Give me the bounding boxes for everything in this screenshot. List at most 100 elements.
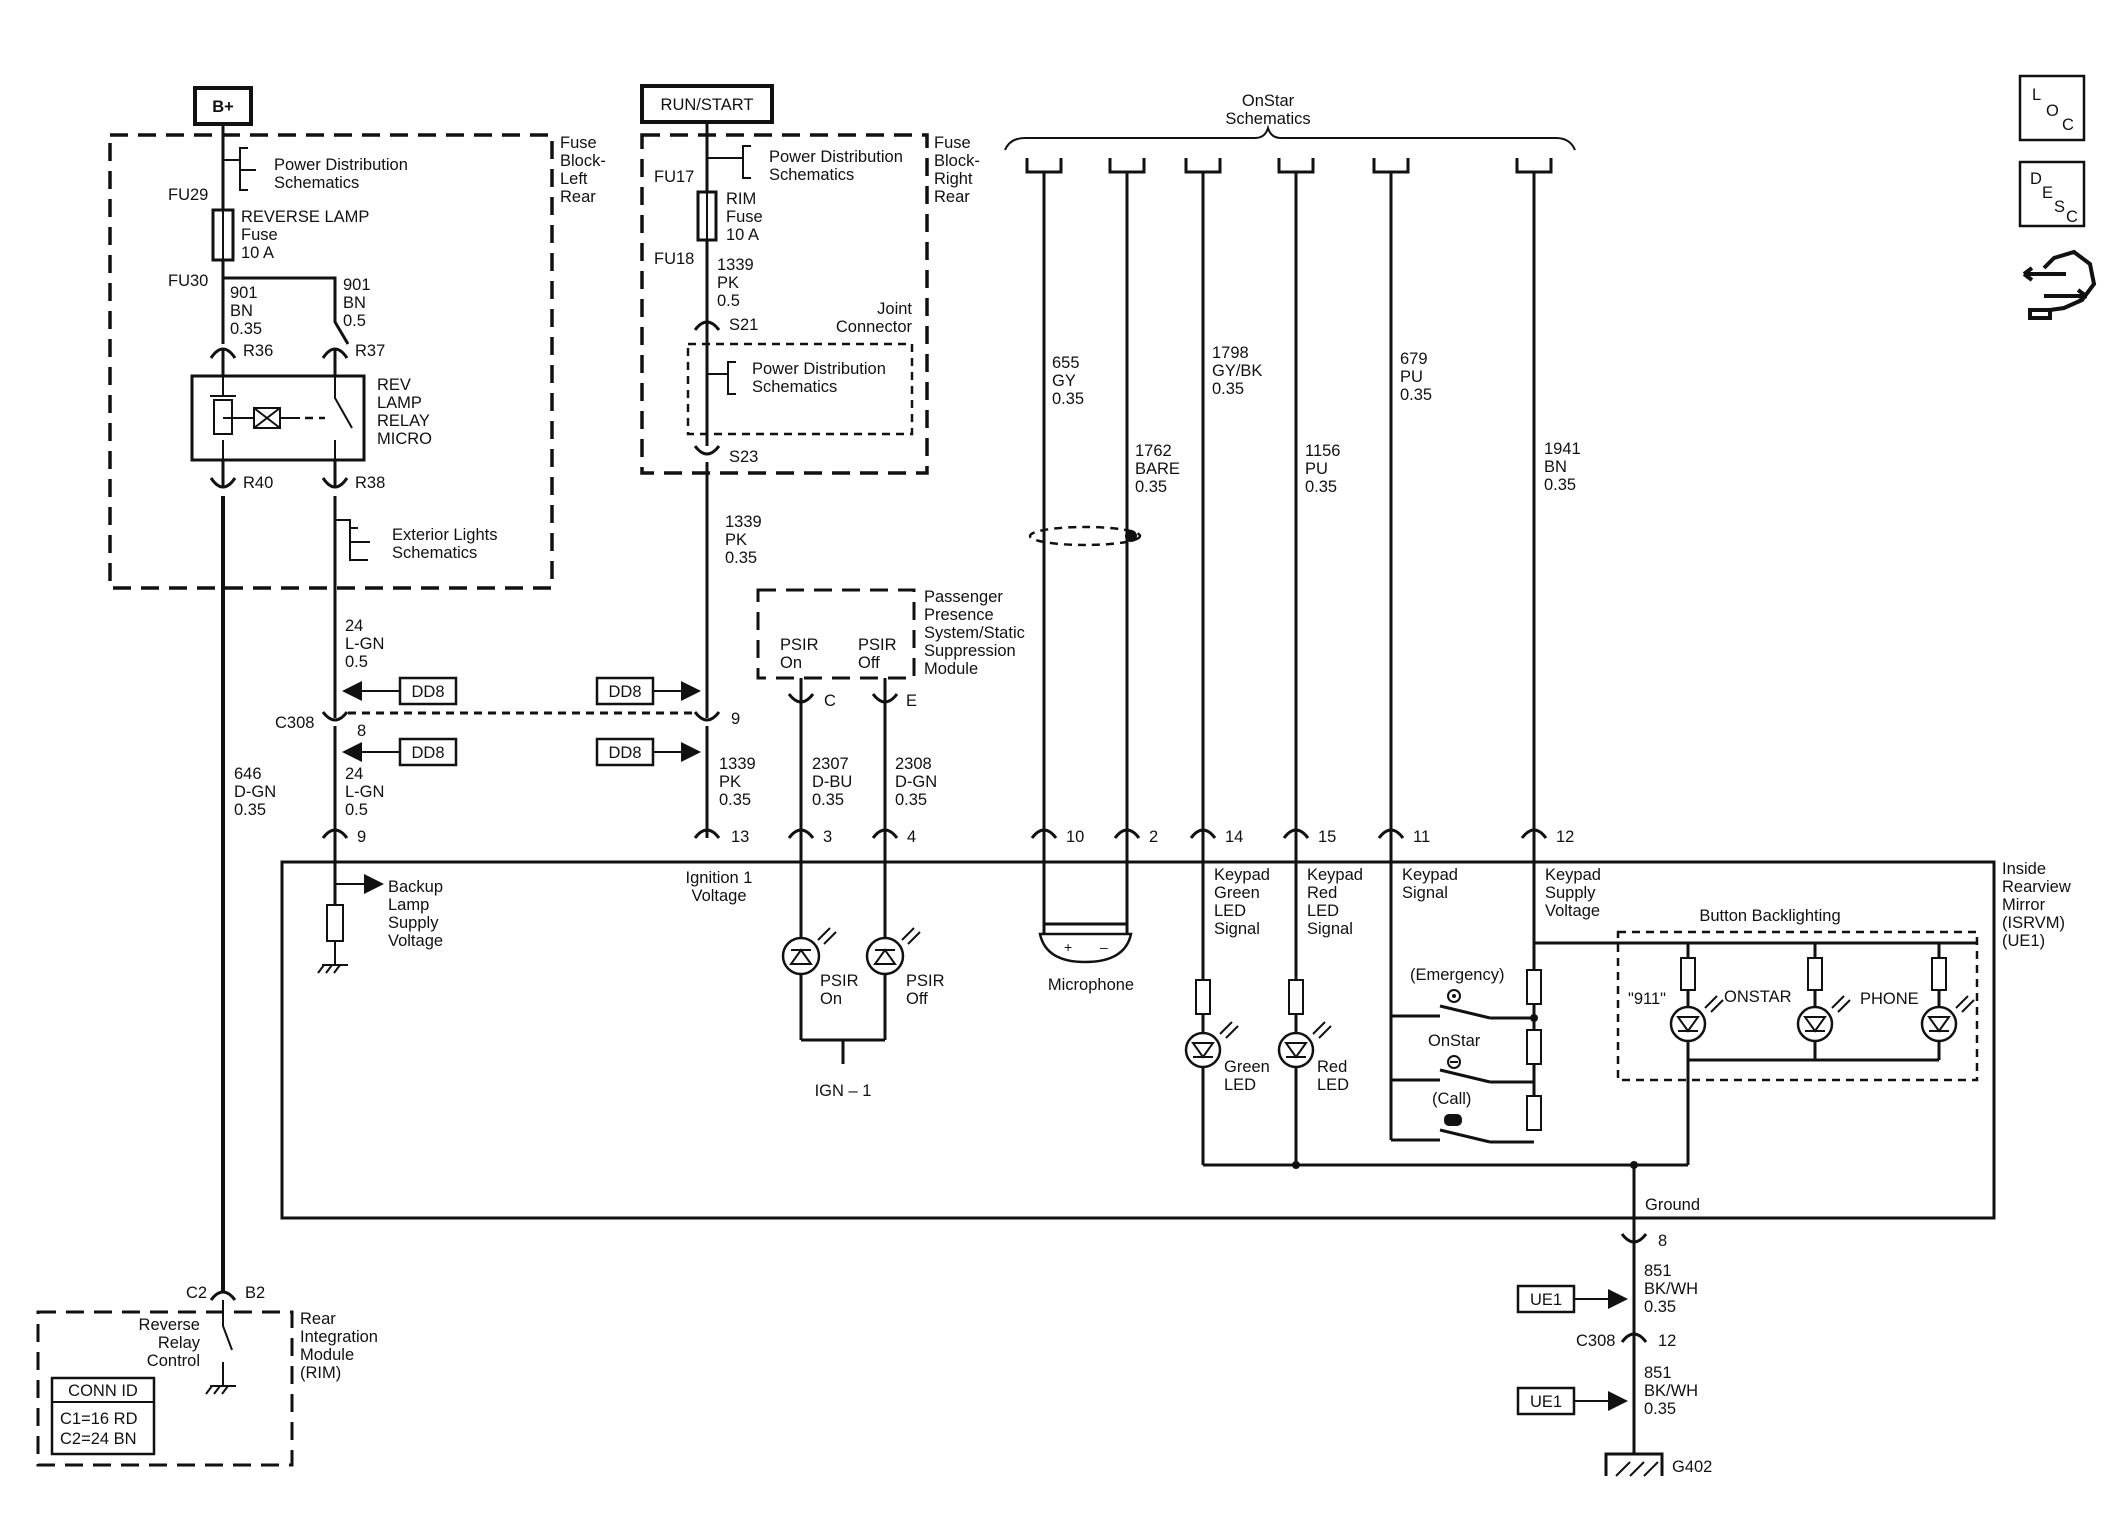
svg-text:0.35: 0.35 — [230, 320, 262, 338]
svg-text:12: 12 — [1556, 828, 1574, 846]
svg-text:Signal: Signal — [1214, 920, 1260, 938]
svg-text:DD8: DD8 — [411, 744, 444, 762]
svg-text:RUN/START: RUN/START — [661, 96, 754, 114]
svg-text:0.35: 0.35 — [1400, 386, 1432, 404]
desc-icon[interactable]: D E S C — [2018, 160, 2086, 228]
svg-text:DD8: DD8 — [608, 744, 641, 762]
fuse-block-left: Fuse Block- Left Rear Power Distribution… — [108, 133, 610, 590]
inside-rearview-mirror: Inside Rearview Mirror (ISRVM) (UE1) Bac… — [280, 838, 2071, 1234]
svg-text:C1=16 RD: C1=16 RD — [60, 1410, 138, 1428]
svg-text:IGN – 1: IGN – 1 — [815, 1082, 872, 1100]
svg-text:ONSTAR: ONSTAR — [1724, 988, 1792, 1006]
svg-text:GY: GY — [1052, 372, 1076, 390]
svg-text:Mirror: Mirror — [2002, 896, 2046, 914]
svg-text:10 A: 10 A — [241, 244, 274, 262]
svg-text:1762: 1762 — [1135, 442, 1172, 460]
svg-text:901: 901 — [343, 276, 371, 294]
svg-text:Module: Module — [300, 1346, 354, 1364]
svg-text:Supply: Supply — [388, 914, 439, 932]
svg-text:R36: R36 — [243, 342, 273, 360]
svg-text:PSIR: PSIR — [820, 972, 859, 990]
svg-text:Red: Red — [1307, 884, 1337, 902]
svg-text:Signal: Signal — [1402, 884, 1448, 902]
svg-text:C: C — [824, 692, 836, 710]
svg-text:B2: B2 — [245, 1284, 265, 1302]
svg-text:System/Static: System/Static — [924, 624, 1025, 642]
svg-text:On: On — [820, 990, 842, 1008]
svg-text:DD8: DD8 — [608, 683, 641, 701]
svg-text:BK/WH: BK/WH — [1644, 1382, 1698, 1400]
rear-integration-module: C2 B2 Rear Integration Module (RIM) Reve… — [36, 1284, 378, 1467]
svg-text:E: E — [2042, 184, 2053, 202]
svg-text:Off: Off — [858, 654, 880, 672]
svg-text:Fuse: Fuse — [241, 226, 278, 244]
svg-text:GY/BK: GY/BK — [1212, 362, 1262, 380]
svg-text:LED: LED — [1317, 1076, 1349, 1094]
svg-text:"911": "911" — [1628, 990, 1666, 1008]
svg-text:PSIR: PSIR — [906, 972, 945, 990]
svg-text:8: 8 — [1658, 1232, 1667, 1250]
svg-text:LED: LED — [1224, 1076, 1256, 1094]
wire-run-left — [221, 462, 709, 1292]
svg-text:D-GN: D-GN — [234, 783, 276, 801]
svg-text:Passenger: Passenger — [924, 588, 1003, 606]
svg-text:Rear: Rear — [300, 1310, 336, 1328]
svg-text:0.35: 0.35 — [234, 801, 266, 819]
svg-text:Keypad: Keypad — [1402, 866, 1458, 884]
svg-text:(ISRVM): (ISRVM) — [2002, 914, 2065, 932]
svg-text:O: O — [2046, 102, 2059, 120]
svg-text:D-BU: D-BU — [812, 773, 852, 791]
svg-text:679: 679 — [1400, 350, 1428, 368]
svg-text:0.35: 0.35 — [719, 791, 751, 809]
svg-text:0.35: 0.35 — [1212, 380, 1244, 398]
svg-text:(UE1): (UE1) — [2002, 932, 2045, 950]
svg-text:BN: BN — [343, 294, 366, 312]
svg-text:C2: C2 — [186, 1284, 207, 1302]
svg-text:REV: REV — [377, 376, 411, 394]
connector-view-icon[interactable] — [2022, 249, 2097, 320]
svg-text:PK: PK — [717, 274, 739, 292]
svg-text:LED: LED — [1307, 902, 1339, 920]
svg-text:MICRO: MICRO — [377, 430, 432, 448]
ground-path: 8 851 BK/WH 0.35 UE1 C308 12 851 BK/WH 0… — [1516, 1218, 1712, 1477]
svg-text:BARE: BARE — [1135, 460, 1180, 478]
svg-text:Voltage: Voltage — [1545, 902, 1600, 920]
svg-text:Backup: Backup — [388, 878, 443, 896]
svg-text:Supply: Supply — [1545, 884, 1596, 902]
svg-text:Microphone: Microphone — [1048, 976, 1134, 994]
svg-text:Inside: Inside — [2002, 860, 2046, 878]
svg-text:2307: 2307 — [812, 755, 849, 773]
fuse-block-left-label: Fuse Block- Left Rear — [560, 134, 610, 206]
svg-text:0.5: 0.5 — [343, 312, 366, 330]
loc-icon[interactable]: L O C — [2018, 74, 2086, 142]
svg-text:0.35: 0.35 — [1644, 1298, 1676, 1316]
svg-text:Keypad: Keypad — [1545, 866, 1601, 884]
run-start-source: RUN/START — [640, 84, 774, 135]
svg-text:RELAY: RELAY — [377, 412, 430, 430]
svg-text:24: 24 — [345, 765, 363, 783]
onstar-schematics-ref: OnStar Schematics — [1004, 92, 1576, 174]
svg-text:0.5: 0.5 — [345, 653, 368, 671]
svg-text:C308: C308 — [1576, 1332, 1615, 1350]
wire-run-onstar — [1028, 172, 1536, 838]
svg-text:Control: Control — [147, 1352, 200, 1370]
svg-text:0.35: 0.35 — [1135, 478, 1167, 496]
svg-text:C: C — [2066, 208, 2078, 226]
svg-text:851: 851 — [1644, 1364, 1672, 1382]
svg-text:D-GN: D-GN — [895, 773, 937, 791]
svg-text:Schematics: Schematics — [392, 544, 477, 562]
svg-text:8: 8 — [357, 722, 366, 740]
svg-text:PK: PK — [725, 531, 747, 549]
svg-text:Joint: Joint — [877, 300, 912, 318]
svg-text:G402: G402 — [1672, 1458, 1712, 1476]
svg-text:Power Distribution: Power Distribution — [752, 360, 886, 378]
svg-text:10 A: 10 A — [726, 226, 759, 244]
svg-text:14: 14 — [1225, 828, 1243, 846]
svg-text:4: 4 — [907, 828, 916, 846]
svg-text:Signal: Signal — [1307, 920, 1353, 938]
svg-text:1941: 1941 — [1544, 440, 1581, 458]
svg-text:S: S — [2054, 198, 2065, 216]
svg-text:0.35: 0.35 — [1544, 476, 1576, 494]
svg-text:0.35: 0.35 — [1644, 1400, 1676, 1418]
svg-text:Red: Red — [1317, 1058, 1347, 1076]
